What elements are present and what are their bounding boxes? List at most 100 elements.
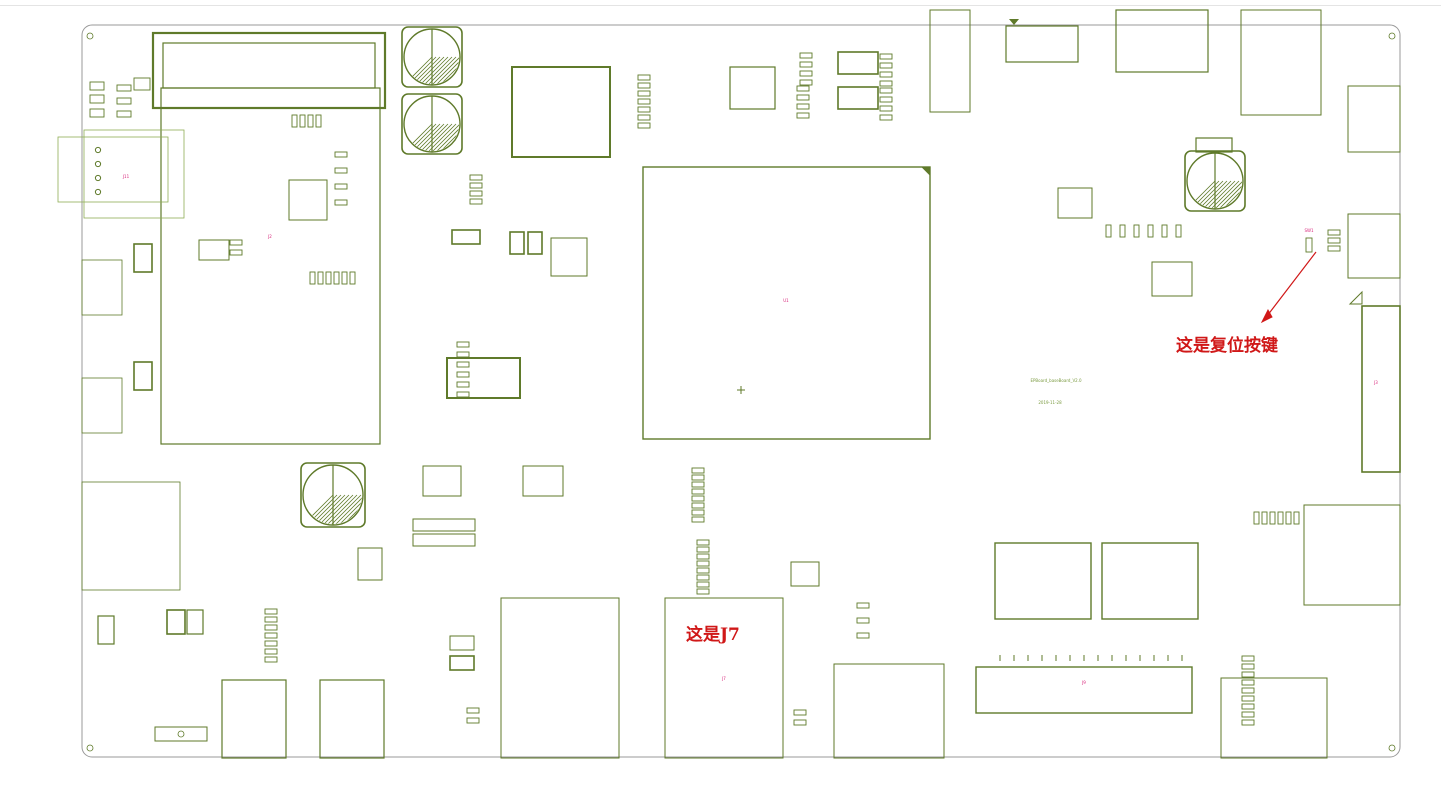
smd-component xyxy=(691,474,705,481)
connector-j6 xyxy=(1115,9,1209,73)
ecap-c1 xyxy=(401,26,463,88)
smd-component xyxy=(856,602,870,609)
smd-component xyxy=(264,616,278,623)
ecap-c1-hatch xyxy=(425,56,457,84)
smd-component xyxy=(469,190,483,197)
smd-component xyxy=(1241,711,1255,718)
smd-component xyxy=(1327,237,1341,244)
ecap-c2-hatch xyxy=(449,123,459,151)
smd-component xyxy=(1133,224,1140,238)
ecap-c4-hatch xyxy=(1192,180,1224,208)
ecap-c2-hatch xyxy=(429,123,459,151)
smd-component xyxy=(796,94,810,101)
smd-component xyxy=(1277,511,1284,525)
ecap-c1-hatch xyxy=(409,56,441,84)
chip-u7 xyxy=(1151,261,1193,297)
ecap-c1-hatch xyxy=(449,56,459,84)
smd-component xyxy=(309,271,316,285)
mounting-hole-br xyxy=(1388,744,1396,752)
smd-component xyxy=(879,87,893,94)
smd-component xyxy=(691,495,705,502)
ecap-c1-hatch xyxy=(417,56,449,84)
r-array-1 xyxy=(412,518,476,532)
core-module-connector-inner xyxy=(162,42,376,89)
smd-component xyxy=(879,105,893,112)
smd-component xyxy=(796,112,810,119)
reset-button-switch xyxy=(1305,237,1313,253)
smd-component xyxy=(879,96,893,103)
reset-annotation-arrowhead xyxy=(1260,308,1273,324)
smd-component xyxy=(456,381,470,388)
smd-component xyxy=(1241,663,1255,670)
smd-component xyxy=(1241,671,1255,678)
smd-component xyxy=(799,70,813,77)
core-chip-u3 xyxy=(198,239,230,261)
filter-fb1 xyxy=(837,51,879,75)
connector-j20 xyxy=(1303,504,1401,606)
smd-component xyxy=(637,122,651,129)
smd-component xyxy=(1241,655,1255,662)
ecap-c1-hatch xyxy=(453,56,459,84)
ecap-c2-hatch xyxy=(413,123,445,151)
reset-button-annotation: 这是复位按键 xyxy=(1176,336,1278,356)
smd-component xyxy=(879,114,893,121)
ecap-c3-hatch xyxy=(304,494,334,524)
connector-j15 xyxy=(500,597,620,759)
led-l3 xyxy=(89,108,105,118)
smd-component xyxy=(1327,229,1341,236)
right-header-j3 xyxy=(1361,305,1401,473)
mounting-hole-tl xyxy=(86,32,94,40)
smd-component xyxy=(1285,511,1292,525)
ecap-c4 xyxy=(1184,150,1246,212)
relay-k1 xyxy=(994,542,1092,620)
usb-pin xyxy=(94,160,102,168)
smd-component xyxy=(456,391,470,398)
ecap-c4-hatch xyxy=(1188,180,1216,208)
smd-component xyxy=(1105,224,1112,238)
core-chip-u2 xyxy=(288,179,328,221)
ecap-c3-hatch xyxy=(328,494,362,524)
smd-component xyxy=(456,361,470,368)
ecap-c3-hatch xyxy=(312,494,346,524)
smd-component xyxy=(1269,511,1276,525)
smd-component xyxy=(793,719,807,726)
smd-component xyxy=(696,588,710,595)
smd-component xyxy=(696,581,710,588)
switch-sw2 xyxy=(154,726,208,742)
ecap-c4-hatch xyxy=(1224,180,1242,208)
ecap-c3-hatch xyxy=(324,494,358,524)
smd-component xyxy=(856,617,870,624)
smd-component xyxy=(264,632,278,639)
ecap-c4-hatch xyxy=(1212,180,1242,208)
chip-u10 xyxy=(522,465,564,497)
smd-component xyxy=(796,103,810,110)
smd-component xyxy=(799,52,813,59)
smd-component xyxy=(856,632,870,639)
board-date-silkscreen: 2019-11-28 xyxy=(1038,400,1062,405)
smd-component xyxy=(799,79,813,86)
smd-component xyxy=(1241,687,1255,694)
smd-component xyxy=(1161,224,1168,238)
connector-j14 xyxy=(81,481,181,591)
ecap-c3-hatch xyxy=(332,494,362,524)
crystal-y1 xyxy=(1195,137,1233,153)
top-divider xyxy=(0,5,1441,6)
connector-j17 xyxy=(221,679,287,759)
core-module-connector-top xyxy=(151,31,387,110)
refdes-sw1: SW1 xyxy=(1304,228,1313,233)
fuse-f1 xyxy=(449,635,475,651)
inductor-l6 xyxy=(166,609,186,635)
ecap-c3-hatch xyxy=(308,494,342,524)
smd-component xyxy=(307,114,314,128)
switch-sw2-knob xyxy=(177,730,185,738)
connector-j13 xyxy=(81,377,123,434)
ecap-c2-hatch xyxy=(425,123,457,151)
led-l1 xyxy=(89,81,105,91)
ecap-c4-hatch xyxy=(1200,180,1232,208)
smd-component xyxy=(291,114,298,128)
smd-component xyxy=(456,351,470,358)
connector-j5 xyxy=(1005,25,1079,63)
smd-component xyxy=(1241,719,1255,726)
smd-component xyxy=(229,239,243,246)
ecap-c3-hatch xyxy=(356,494,362,524)
